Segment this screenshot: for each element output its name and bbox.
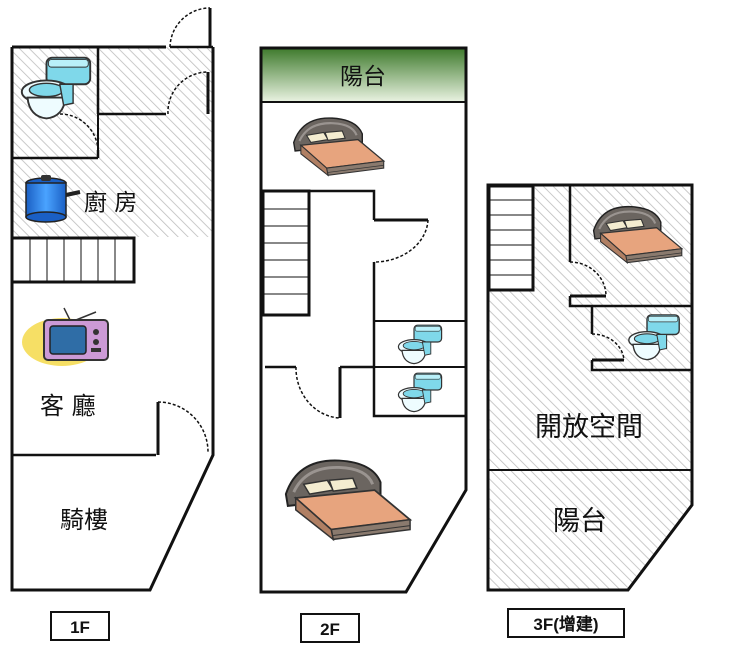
door-swing-icon <box>569 261 607 298</box>
interior-wall-2f <box>309 189 466 418</box>
door-swing-icon <box>295 366 342 419</box>
floor-tag-2f: 2F <box>300 613 360 643</box>
door-swing-icon <box>167 71 210 115</box>
stairs-icon <box>487 184 535 292</box>
door-swing-icon <box>169 7 213 49</box>
room-label-kitchen: 廚 房 <box>84 190 137 216</box>
floor-tag-1f: 1F <box>50 611 110 641</box>
room-label-open-space: 開放空間 <box>535 412 643 443</box>
room-label-balcony-3f: 陽台 <box>553 506 607 537</box>
outer-wall-3f <box>486 183 694 592</box>
bathroom-wall <box>12 47 166 160</box>
interior-wall-3f <box>568 185 692 372</box>
door-swing-icon <box>156 401 209 455</box>
floor-2f: 陽台 <box>259 46 468 594</box>
room-label-living: 客 廳 <box>40 392 96 420</box>
stairs-icon <box>261 189 311 317</box>
outer-wall-2f <box>259 46 468 594</box>
cooking-pot-icon <box>25 175 81 223</box>
floor-fill-3f <box>488 185 692 590</box>
bath-wall-2f <box>374 320 466 368</box>
bed-icon <box>292 116 385 177</box>
tv-icon <box>22 307 109 366</box>
room-label-balcony-2f: 陽台 <box>340 64 386 90</box>
door-swing-icon <box>373 218 429 263</box>
toilet-icon <box>397 372 443 413</box>
room-label-arcade: 騎樓 <box>60 506 108 534</box>
bed-icon <box>284 458 412 542</box>
door-swing-icon <box>59 113 99 151</box>
floor-3f: 開放空間 陽台 <box>486 183 694 592</box>
floor-tag-3f: 3F(增建) <box>507 608 625 638</box>
door-swing-icon <box>591 333 625 362</box>
floor-1f: 廚 房 客 廳 騎樓 <box>10 7 215 592</box>
toilet-icon <box>397 324 443 365</box>
outer-wall-1f <box>10 45 215 592</box>
stairs-icon <box>10 236 136 284</box>
